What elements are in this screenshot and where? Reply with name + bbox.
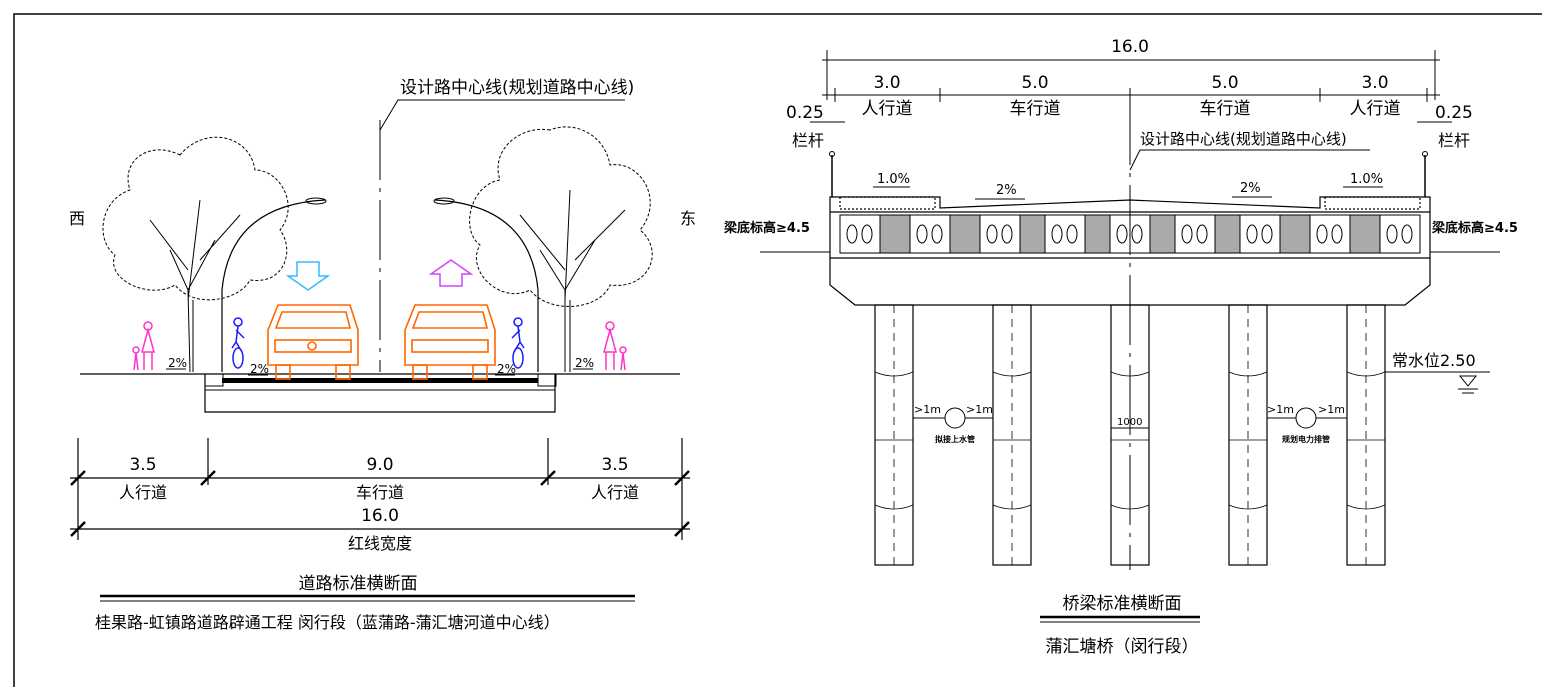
bridge-dim-value: 3.0 bbox=[1361, 73, 1388, 93]
rail-left-value: 0.25 bbox=[786, 103, 824, 123]
car-right-icon bbox=[404, 304, 496, 380]
bridge-centerline-label: 设计路中心线(规划道路中心线) bbox=[1140, 130, 1347, 148]
lamp-right bbox=[434, 199, 539, 372]
bridge-dim-label: 车行道 bbox=[1200, 99, 1251, 119]
dim-sidewalk-right-label: 人行道 bbox=[591, 483, 639, 502]
arrow-up-icon bbox=[428, 259, 474, 287]
pipe-right-label: 规划电力排管 bbox=[1282, 434, 1330, 444]
dim-total-value: 16.0 bbox=[361, 506, 399, 526]
pedestrian-right-icon bbox=[603, 321, 627, 371]
dim-sidewalk-right-value: 3.5 bbox=[601, 455, 628, 475]
bridge-slope-label: 1.0% bbox=[1350, 172, 1383, 187]
slope-label: 2% bbox=[497, 362, 516, 376]
bridge-section-title: 桥梁标准横断面 bbox=[1063, 594, 1182, 614]
lamp-left bbox=[221, 199, 326, 372]
pipe-right-icon bbox=[1295, 407, 1317, 429]
road-centerline-label: 设计路中心线(规划道路中心线) bbox=[400, 78, 634, 98]
slope-label: 2% bbox=[250, 362, 269, 376]
rail-right-value: 0.25 bbox=[1435, 103, 1473, 123]
road-section: 设计路中心线(规划道路中心线) bbox=[69, 78, 696, 632]
rail-left-label: 栏杆 bbox=[792, 131, 824, 150]
slope-label: 2% bbox=[575, 356, 594, 370]
bridge-slope-label: 2% bbox=[1240, 181, 1261, 196]
pedestrian-left-icon bbox=[132, 321, 155, 371]
bridge-section: 16.0 3.0 人行道 5.0 车行道 5.0 车行道 3.0 人行道 0.2… bbox=[723, 37, 1518, 657]
arrow-down-icon bbox=[285, 261, 331, 291]
drawing-frame bbox=[13, 13, 1542, 687]
beam-elevation-right: 梁底标高≥4.5 bbox=[1431, 220, 1518, 236]
dim-sidewalk-left-label: 人行道 bbox=[119, 483, 167, 502]
rail-right-label: 栏杆 bbox=[1438, 131, 1470, 150]
pile-diameter-dim: 1000 bbox=[1117, 417, 1142, 428]
bridge-total-width: 16.0 bbox=[1111, 37, 1149, 57]
dim-roadway-label: 车行道 bbox=[356, 483, 404, 502]
bridge-dim-label: 人行道 bbox=[1350, 99, 1401, 119]
project-title: 桂果路-虹镇路道路辟通工程 闵行段（蓝蒲路-蒲汇塘河道中心线） bbox=[95, 613, 560, 632]
car-left-icon bbox=[267, 304, 359, 380]
road-dimensions bbox=[70, 438, 690, 540]
bridge-dim-label: 人行道 bbox=[862, 99, 913, 119]
bridge-slope-label: 1.0% bbox=[877, 172, 910, 187]
dim-sidewalk-left-value: 3.5 bbox=[129, 455, 156, 475]
pipe-left-dim: >1m bbox=[966, 403, 993, 416]
road-section-title: 道路标准横断面 bbox=[299, 574, 418, 594]
pipe-right-dim: >1m bbox=[1318, 403, 1345, 416]
east-label: 东 bbox=[680, 209, 696, 228]
bridge-dim-label: 车行道 bbox=[1010, 99, 1061, 119]
bridge-slope-label: 2% bbox=[996, 183, 1017, 198]
pipe-right-dim: >1m bbox=[1267, 403, 1294, 416]
slope-label: 2% bbox=[168, 356, 187, 370]
bridge-piles bbox=[874, 304, 1386, 566]
bridge-dim-value: 5.0 bbox=[1021, 73, 1048, 93]
water-level-label: 常水位2.50 bbox=[1392, 351, 1476, 370]
tree-left bbox=[102, 136, 289, 373]
cyclist-right-icon bbox=[511, 317, 525, 369]
tree-right bbox=[469, 126, 653, 372]
pipe-left-label: 拟接上水管 bbox=[935, 434, 975, 444]
bridge-dim-value: 3.0 bbox=[873, 73, 900, 93]
pipe-left-icon bbox=[944, 407, 966, 429]
dim-roadway-value: 9.0 bbox=[366, 455, 393, 475]
beam-elevation-left: 梁底标高≥4.5 bbox=[723, 220, 810, 236]
dim-total-label: 红线宽度 bbox=[348, 534, 412, 553]
cyclist-left-icon bbox=[231, 317, 245, 369]
water-level-icon bbox=[1458, 375, 1478, 387]
west-label: 西 bbox=[69, 209, 85, 228]
box-girders bbox=[839, 214, 1421, 254]
pipe-left-dim: >1m bbox=[914, 403, 941, 416]
bridge-name: 蒲汇塘桥（闵行段） bbox=[1046, 637, 1199, 657]
bridge-dim-value: 5.0 bbox=[1211, 73, 1238, 93]
